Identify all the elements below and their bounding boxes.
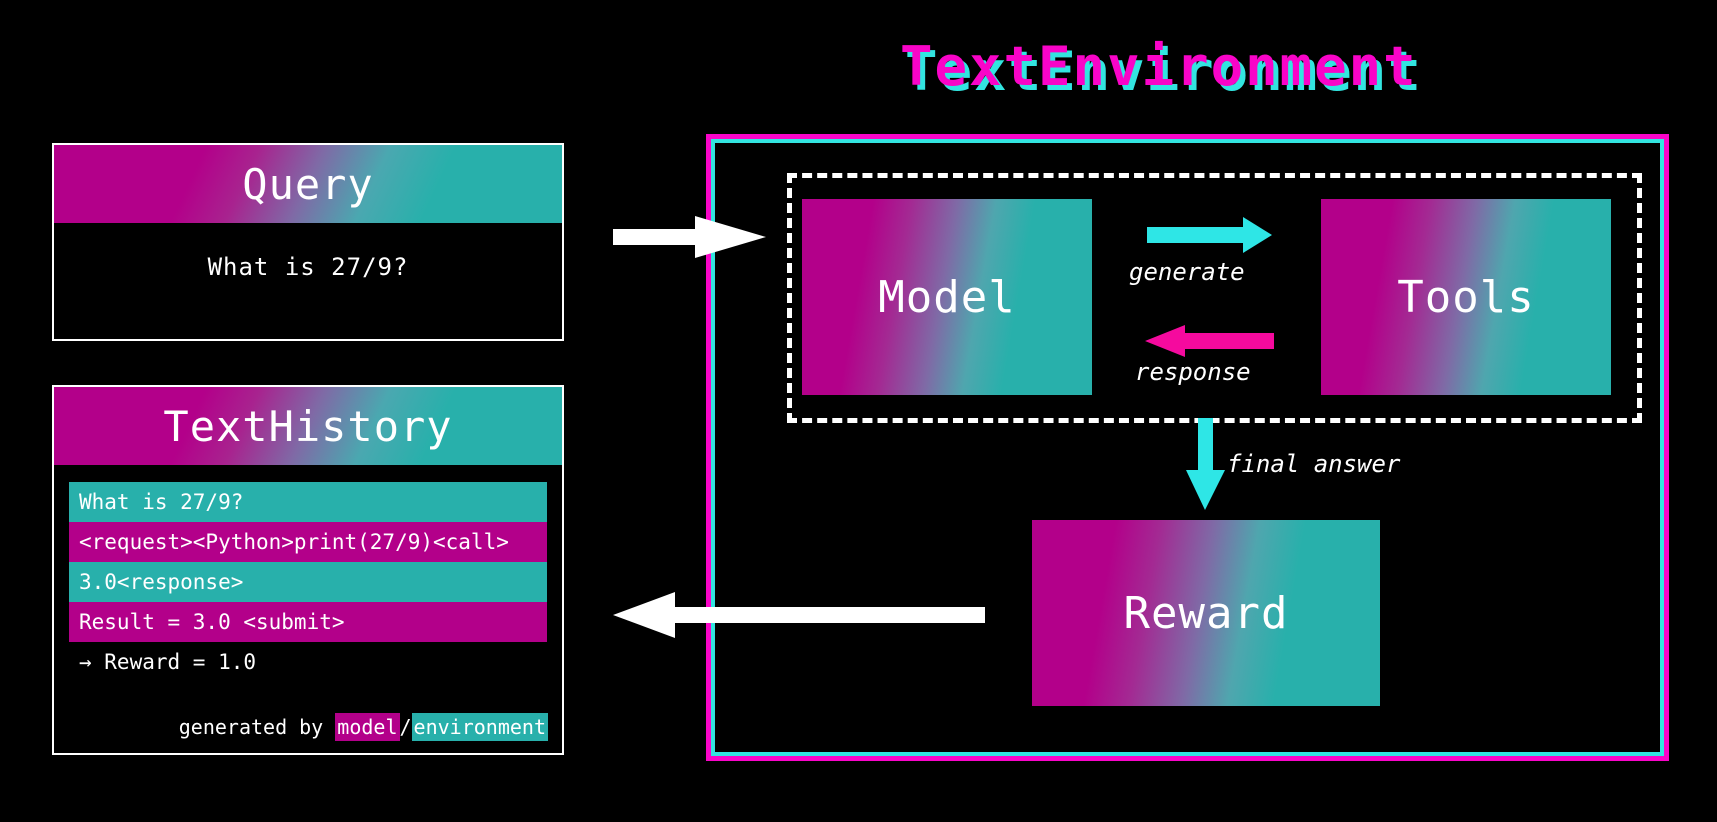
query-card: Query What is 27/9? bbox=[52, 143, 564, 341]
history-legend: generated by model/environment bbox=[54, 713, 548, 741]
model-box: Model bbox=[802, 199, 1092, 395]
history-row: Result = 3.0 <submit> bbox=[69, 602, 547, 642]
tools-box: Tools bbox=[1321, 199, 1611, 395]
query-card-header: Query bbox=[54, 145, 562, 223]
history-row: 3.0<response> bbox=[69, 562, 547, 602]
text-history-rows: What is 27/9? <request><Python>print(27/… bbox=[69, 482, 547, 682]
history-row: <request><Python>print(27/9)<call> bbox=[69, 522, 547, 562]
legend-separator: / bbox=[399, 715, 412, 739]
response-arrow-label: response bbox=[1135, 358, 1251, 386]
tools-box-label: Tools bbox=[1397, 271, 1535, 323]
model-tools-dashed-group bbox=[787, 173, 1642, 423]
text-history-card: TextHistory What is 27/9? <request><Pyth… bbox=[52, 385, 564, 755]
text-environment-frame-inner-border bbox=[711, 139, 1664, 756]
query-card-title: Query bbox=[242, 159, 374, 209]
model-box-label: Model bbox=[878, 271, 1016, 323]
text-history-title: TextHistory bbox=[163, 401, 453, 451]
reward-box: Reward bbox=[1032, 520, 1380, 706]
history-row: What is 27/9? bbox=[69, 482, 547, 522]
query-text: What is 27/9? bbox=[207, 253, 409, 281]
reward-box-label: Reward bbox=[1123, 587, 1289, 639]
query-card-body: What is 27/9? bbox=[54, 223, 562, 339]
legend-chip-model: model bbox=[335, 713, 400, 741]
legend-prefix: generated by bbox=[178, 715, 336, 739]
legend-chip-environment: environment bbox=[411, 713, 548, 741]
generate-arrow-label: generate bbox=[1129, 258, 1245, 286]
text-history-header: TextHistory bbox=[54, 387, 562, 465]
page-title: TextEnvironment bbox=[900, 35, 1418, 98]
final-answer-arrow-label: final answer bbox=[1227, 450, 1401, 478]
history-row-reward: → Reward = 1.0 bbox=[79, 650, 257, 674]
